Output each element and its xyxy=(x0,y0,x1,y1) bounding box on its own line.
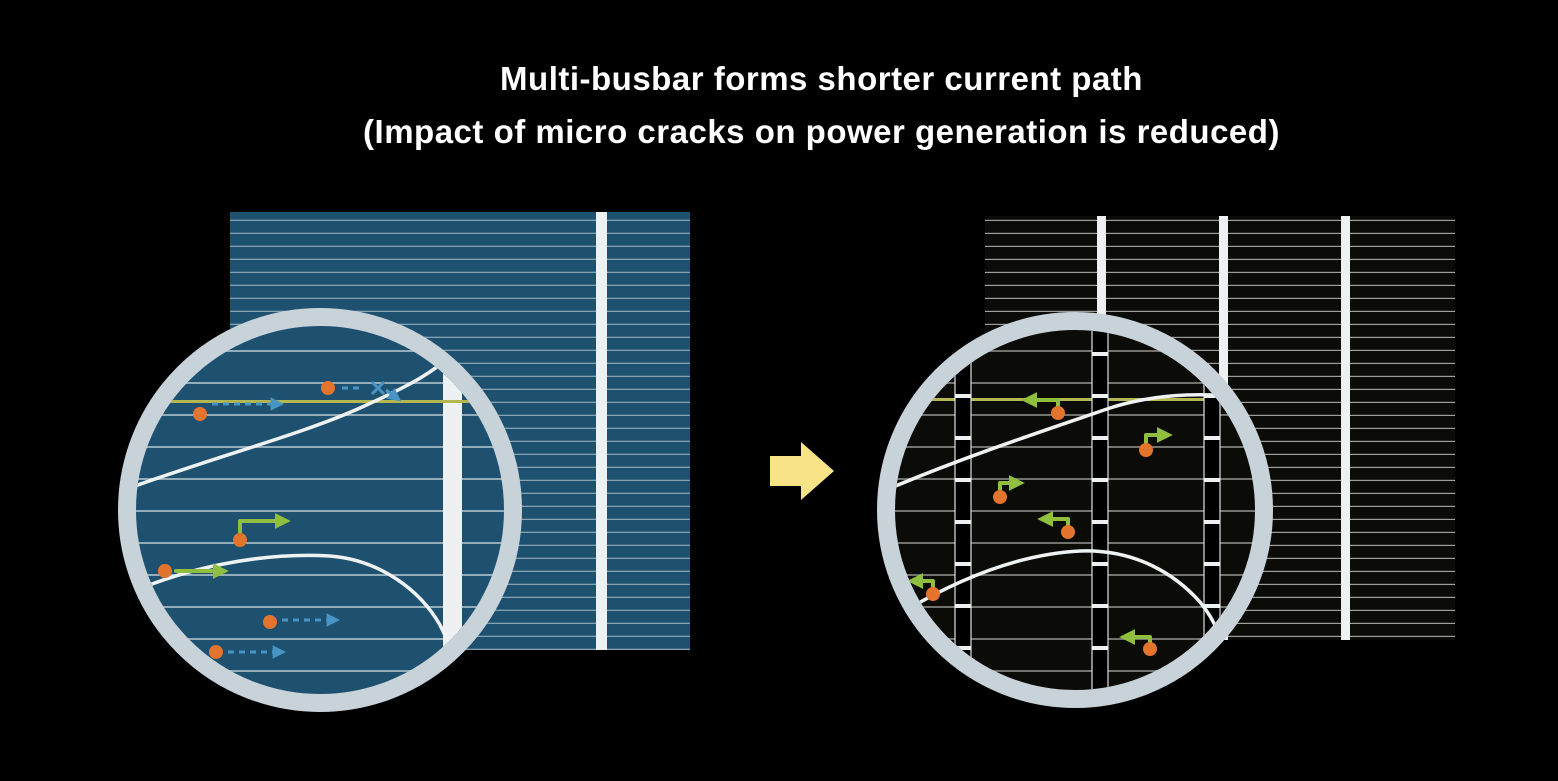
electron-dot xyxy=(1143,642,1157,656)
blocked-path-cross-icon xyxy=(370,380,386,396)
segmented-busbar xyxy=(1091,330,1109,690)
micro-crack-line xyxy=(136,348,460,494)
short-current-path-arrow xyxy=(238,513,291,534)
electron-dot xyxy=(1051,406,1065,420)
left-cell-busbar xyxy=(596,212,607,650)
electron-dot xyxy=(193,407,207,421)
electron-dot xyxy=(263,615,277,629)
electron-dot xyxy=(926,587,940,601)
electron-dot xyxy=(1139,443,1153,457)
highlighted-finger-line xyxy=(136,400,504,403)
diagram-title: Multi-busbar forms shorter current path … xyxy=(0,52,1558,159)
deflected-current-arrow xyxy=(385,387,402,402)
left-magnified-surface xyxy=(135,325,505,695)
electron-dot xyxy=(209,645,223,659)
right-magnifier-ring xyxy=(877,312,1273,708)
diagram-title-line2: (Impact of micro cracks on power generat… xyxy=(363,113,1280,151)
electron-dot xyxy=(993,490,1007,504)
highlighted-finger-line xyxy=(895,398,1255,401)
transition-arrow-icon xyxy=(770,442,834,500)
diagram-title-line1: Multi-busbar forms shorter current path xyxy=(500,60,1143,97)
electron-dot xyxy=(158,564,172,578)
right-magnified-surface xyxy=(894,329,1256,691)
left-magnifier-ring xyxy=(118,308,522,712)
electron-dot xyxy=(1061,525,1075,539)
micro-crack-line xyxy=(895,393,1255,489)
right-magnifier-view xyxy=(877,312,1273,708)
electron-dot xyxy=(321,381,335,395)
micro-crack-line xyxy=(901,549,1232,670)
right-cell-busbar-3 xyxy=(1341,216,1350,640)
electron-dot xyxy=(233,533,247,547)
left-magnified-busbar xyxy=(443,326,462,694)
left-magnifier-view xyxy=(118,308,522,712)
segmented-busbar xyxy=(954,330,972,690)
